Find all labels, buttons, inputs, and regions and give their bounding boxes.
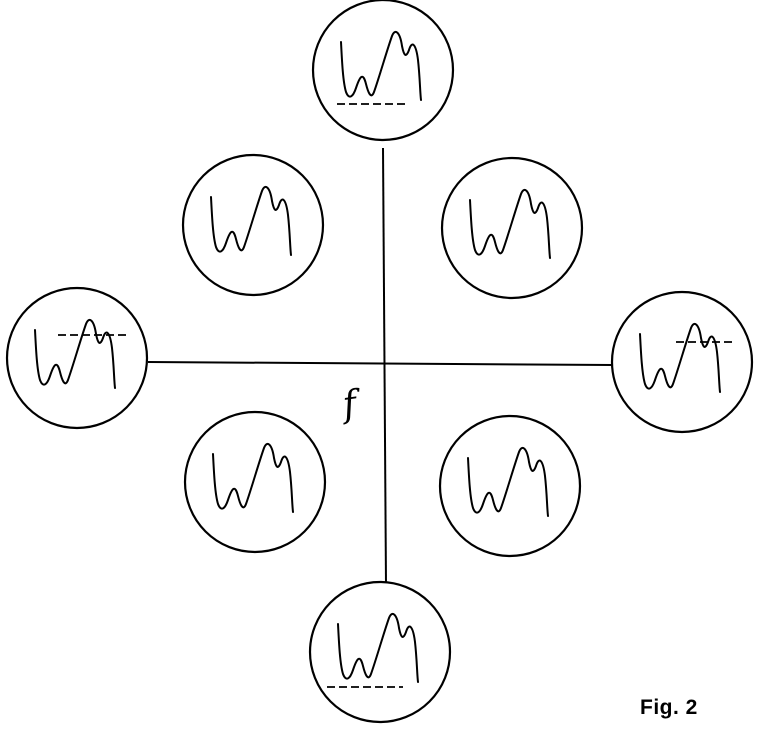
panel-right	[610, 290, 754, 434]
panel-circle	[311, 0, 455, 142]
vertical-axis	[382, 147, 387, 586]
panel-circle	[438, 414, 582, 558]
panel-circle	[183, 410, 327, 554]
waveform-trace	[210, 185, 292, 256]
waveform-trace	[340, 30, 422, 101]
panel-circle	[440, 156, 584, 300]
panel-top	[311, 0, 455, 142]
panel-upper-left	[181, 153, 325, 297]
panel-circle	[610, 290, 754, 434]
panel-circle	[181, 153, 325, 297]
waveform-trace	[469, 188, 551, 259]
panel-lower-right	[438, 414, 582, 558]
waveform-trace	[467, 446, 549, 517]
panel-lower-left	[183, 410, 327, 554]
waveform-trace	[639, 322, 721, 393]
waveform-trace	[34, 318, 116, 389]
panel-upper-right	[440, 156, 584, 300]
waveform-trace	[337, 612, 419, 683]
panel-left	[5, 286, 149, 430]
waveform-trace	[212, 442, 294, 513]
panel-circle	[308, 580, 452, 724]
panels-group	[5, 0, 754, 724]
horizontal-axis	[147, 361, 614, 366]
panel-circle	[5, 286, 149, 430]
panel-bottom	[308, 580, 452, 724]
figure-caption: Fig. 2	[640, 696, 698, 719]
